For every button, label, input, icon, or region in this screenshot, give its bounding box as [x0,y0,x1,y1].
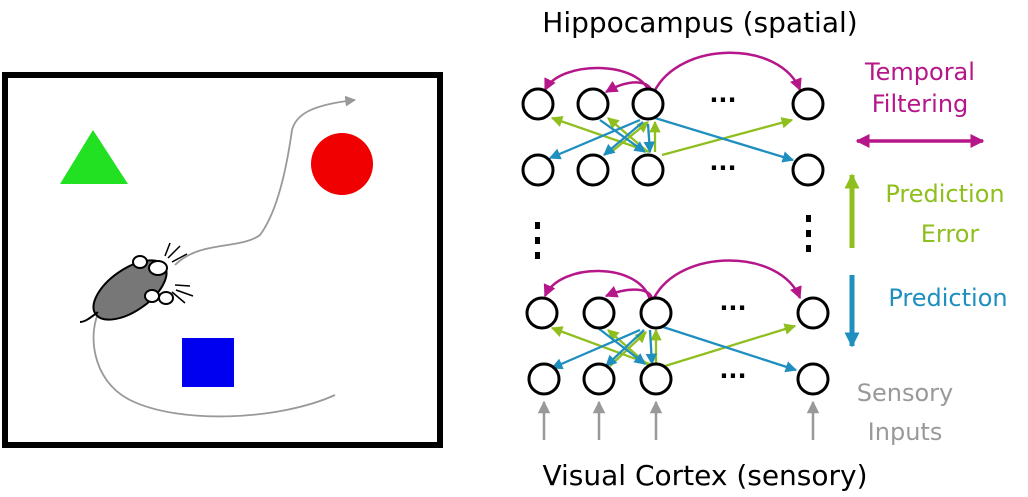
node [639,296,673,330]
legend-error-line1: Prediction [885,180,1004,208]
bottom-temporal-arcs [543,259,802,301]
legend-temporal-line2: Filtering [872,90,969,118]
bottom-node-layer [525,296,830,396]
node [576,87,610,121]
blue-square [182,338,234,387]
vertical-ellipsis-right [806,215,811,252]
node [796,362,830,396]
green-triangle [60,130,128,184]
red-circle [311,133,373,195]
legend-sensory-line2: Inputs [868,418,943,446]
legend-error-line2: Error [921,220,980,248]
node [576,153,610,187]
legend-sensory-line1: Sensory [857,379,953,407]
vertical-ellipsis-left [535,222,540,259]
arena-border [2,72,443,448]
ellipsis-row1: ··· [709,86,736,114]
mouse-agent [79,242,194,323]
sensory-input-arrows [537,400,820,440]
ellipsis-row3: ··· [719,294,746,322]
legend-temporal-line1: Temporal [864,58,975,86]
bottom-prediction-arrows [550,324,798,373]
ellipsis-row4: ··· [719,362,746,390]
ellipsis-row2: ··· [709,154,736,182]
node [796,296,830,330]
node [791,87,825,121]
node [631,87,665,121]
bottom-error-arrows [550,323,797,368]
node [525,296,559,330]
node [582,362,616,396]
top-temporal-arcs [543,51,802,95]
environment-panel [2,72,443,448]
node [527,362,561,396]
hippocampus-title: Hippocampus (spatial) [542,6,857,39]
visual-cortex-title: Visual Cortex (sensory) [542,459,867,492]
top-prediction-arrows [548,116,795,163]
node [521,87,555,121]
top-node-layer [521,87,825,187]
node [582,296,616,330]
mouse-trajectory [92,100,355,418]
node [521,153,555,187]
node [631,153,665,187]
legend-prediction: Prediction [888,284,1007,312]
node [791,153,825,187]
node [639,362,673,396]
